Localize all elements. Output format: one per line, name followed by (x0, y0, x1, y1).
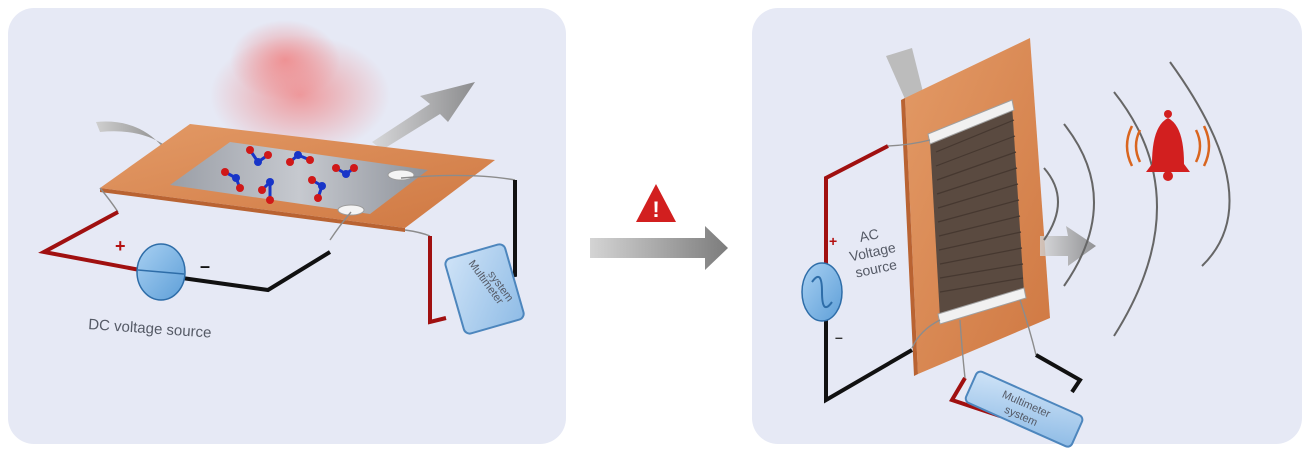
sinewave-icon (811, 275, 833, 309)
electrode-pad (387, 169, 415, 181)
lead-wire (959, 319, 966, 379)
electrode-pad (337, 204, 365, 216)
ac-plus-sign: + (829, 233, 837, 249)
ac-source-label: AC Voltage source (848, 225, 898, 280)
dc-negative-wire (181, 250, 332, 293)
dc-source-line (137, 269, 185, 275)
lead-wire (400, 174, 516, 181)
transition-arrow (590, 226, 728, 270)
gas-molecule-icon (246, 146, 272, 166)
gas-molecule-icon (308, 176, 326, 202)
steam-cloud-upper (230, 20, 340, 100)
multimeter-box: Multimeter system (444, 243, 525, 335)
gas-molecule-icon (332, 164, 358, 178)
sound-waves (1043, 61, 1231, 337)
left-sensor-scene: + – DC voltage source Multimeter system (38, 20, 525, 342)
gas-molecule-icon (258, 178, 274, 204)
ac-positive-wire (824, 144, 889, 270)
gas-molecule-icon (286, 151, 314, 166)
meter-red-wire (428, 236, 447, 325)
lead-wire (404, 229, 431, 237)
dc-minus-sign: – (200, 256, 210, 276)
copper-substrate-edge (100, 188, 405, 232)
ac-label-line1: AC (858, 225, 880, 245)
dc-source-label: DC voltage source (88, 316, 212, 342)
ac-negative-wire (824, 318, 914, 404)
warning-glyph: ! (652, 197, 659, 222)
lead-wire (1019, 299, 1037, 356)
lead-wire (887, 139, 931, 147)
ac-minus-sign: – (835, 329, 843, 345)
lead-wire (329, 211, 352, 241)
dc-positive-wire (38, 210, 141, 272)
gas-molecule-icon (221, 168, 244, 192)
film-stripes (935, 119, 1024, 293)
lead-wire (911, 319, 941, 349)
alarm-bell-icon (1125, 110, 1211, 181)
meter-black-wire (1035, 353, 1083, 394)
gas-outflow-arrow (372, 82, 475, 150)
right-sensor-scene: + – AC Voltage source Multimeter system (801, 38, 1231, 448)
warning-triangle-icon: ! (636, 184, 676, 222)
sensing-film (170, 142, 428, 214)
dc-plus-sign: + (115, 236, 126, 256)
multimeter-box: Multimeter system (964, 370, 1084, 448)
center-transition: ! (590, 184, 728, 270)
lead-wire (99, 187, 119, 213)
copper-substrate-edge (901, 98, 918, 376)
